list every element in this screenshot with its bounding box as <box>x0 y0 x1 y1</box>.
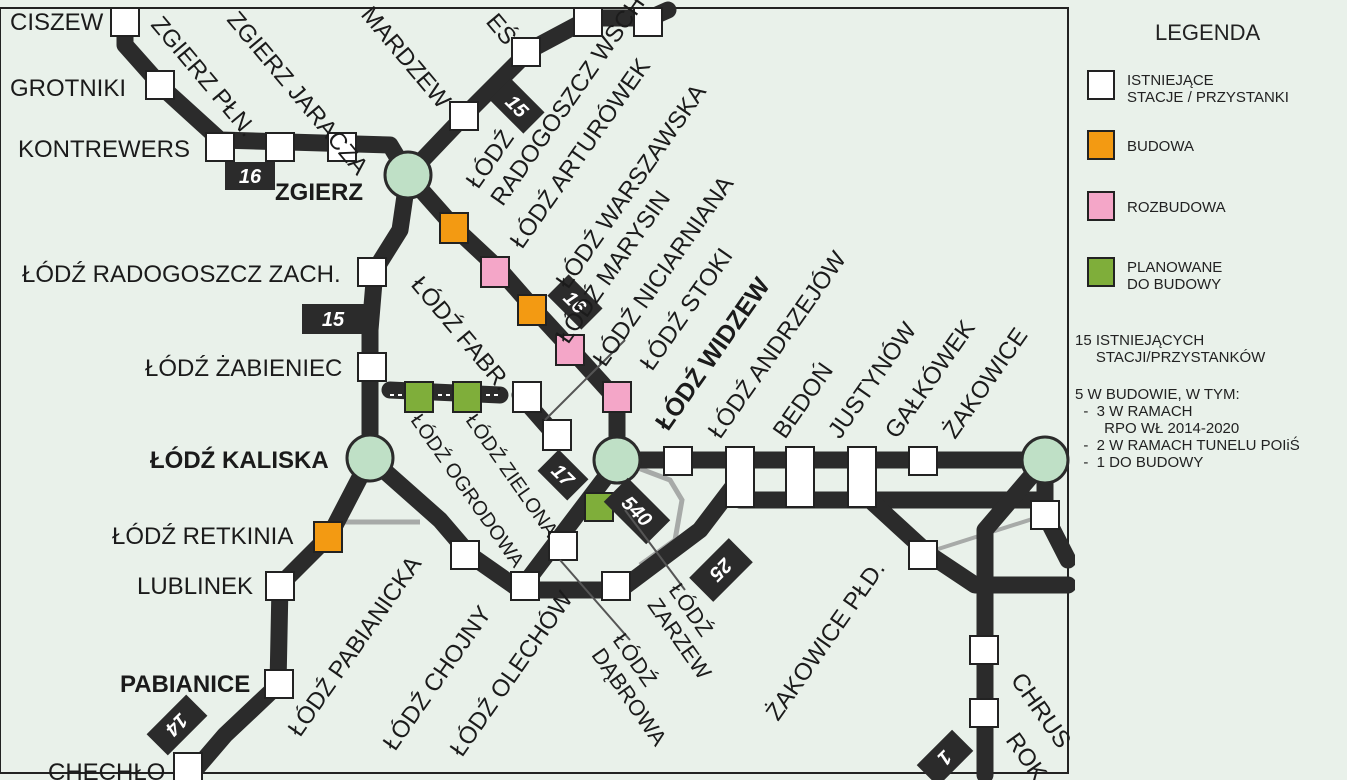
station-lodz-chojny <box>510 571 540 601</box>
badge-line-1: 1 <box>916 729 974 780</box>
legend-item-planned: PLANOWANE DO BUDOWY <box>1087 257 1347 297</box>
station-lodz-pabianicka <box>450 540 480 570</box>
label-lodz-zabieniec: ŁÓDŹ ŻABIENIEC <box>145 355 342 382</box>
station-lodz-zielona <box>452 381 482 413</box>
svg-text:16: 16 <box>239 166 262 188</box>
legend-item-expansion: ROZBUDOWA <box>1087 191 1347 231</box>
legend-label-expansion: ROZBUDOWA <box>1127 199 1226 216</box>
label-lublinek: LUBLINEK <box>137 573 253 600</box>
label-lodz-retkinia: ŁÓDŹ RETKINIA <box>112 523 293 550</box>
station-lodz-radogoszcz-zach <box>357 257 387 287</box>
station-galkowek <box>847 446 877 508</box>
station-lodz-andrzejow <box>663 446 693 476</box>
station-lublinek <box>265 571 295 601</box>
hub-lodz-widzew <box>592 435 642 485</box>
station-rokiciny <box>969 698 999 728</box>
label-ciszew: CISZEW <box>10 9 104 36</box>
station-zakowice-east <box>1030 500 1060 530</box>
legend-swatch-planned <box>1087 257 1115 287</box>
station-zgierz-pln <box>265 132 295 162</box>
station-lodz-niciarniana <box>542 419 572 451</box>
badge-line-25: 25 <box>689 538 753 602</box>
station-ciszew <box>110 7 140 37</box>
station-unnamed-north-1 <box>511 37 541 67</box>
summary-existing: 15 ISTNIEJĄCYCH STACJI/PRZYSTANKÓW <box>1075 332 1266 366</box>
legend-label-existing: ISTNIEJĄCE STACJE / PRZYSTANKI <box>1127 72 1289 106</box>
summary-construction: 5 W BUDOWIE, W TYM: - 3 W RAMACH RPO WŁ … <box>1075 386 1300 471</box>
legend-swatch-construction <box>1087 130 1115 160</box>
svg-text:15: 15 <box>322 309 345 331</box>
legend-swatch-expansion <box>1087 191 1115 221</box>
station-lodz-zabieniec <box>357 352 387 382</box>
station-lodz-dabrowa <box>548 531 578 561</box>
station-justynow <box>785 446 815 508</box>
label-pabianice: PABIANICE <box>120 671 250 698</box>
station-lodz-ogrodowa <box>404 381 434 413</box>
legend-item-existing: ISTNIEJĄCE STACJE / PRZYSTANKI <box>1087 70 1347 110</box>
hub-lodz-kaliska <box>345 433 395 483</box>
station-lodz-warszawska <box>517 294 547 326</box>
station-lodz-marysin <box>555 334 585 366</box>
label-chechlo: CHECHŁO <box>48 759 165 780</box>
station-chrus <box>969 635 999 665</box>
station-lodz-stoki <box>602 381 632 413</box>
legend-item-construction: BUDOWA <box>1087 130 1347 170</box>
leader-lines <box>544 339 686 641</box>
badge-line-16-widzew: 16 <box>547 274 603 330</box>
label-grotniki: GROTNIKI <box>10 75 126 102</box>
legend-panel: LEGENDA ISTNIEJĄCE STACJE / PRZYSTANKI B… <box>1075 0 1347 780</box>
legend-title: LEGENDA <box>1155 20 1261 45</box>
station-lodz-retkinia <box>313 521 343 553</box>
label-kontrewers: KONTREWERS <box>18 136 190 163</box>
station-lodz-radogoszcz-wsch <box>439 212 469 244</box>
label-zgierz: ZGIERZ <box>275 179 363 206</box>
station-pabianice <box>264 669 294 699</box>
label-lodz-radogoszcz-zach: ŁÓDŹ RADOGOSZCZ ZACH. <box>22 261 341 288</box>
station-chechlo <box>173 752 203 780</box>
hub-east <box>1020 435 1070 485</box>
station-zakowice <box>908 446 938 476</box>
station-bedon <box>725 446 755 508</box>
label-lodz-kaliska: ŁÓDŹ KALISKA <box>150 446 329 474</box>
badge-line-16-zgierz: 16 <box>225 162 275 190</box>
stations-layer <box>110 7 1060 780</box>
station-kontrewers <box>205 132 235 162</box>
station-zgierz-jaracza <box>327 132 357 162</box>
station-lodz-arturowek <box>480 256 510 288</box>
legend-label-planned: PLANOWANE DO BUDOWY <box>1127 259 1223 293</box>
station-unnamed-north-3 <box>633 7 663 37</box>
hubs-layer <box>345 150 1070 485</box>
station-unnamed-north-2 <box>573 7 603 37</box>
station-mardzew <box>449 101 479 131</box>
station-lodz-fabryczna <box>512 381 542 413</box>
badge-line-15-kaliska: 15 <box>302 304 364 334</box>
legend-swatch-existing <box>1087 70 1115 100</box>
station-lodz-olechow <box>601 571 631 601</box>
station-zakowice-pld <box>908 540 938 570</box>
legend-label-construction: BUDOWA <box>1127 138 1194 155</box>
hub-zgierz <box>383 150 433 200</box>
station-grotniki <box>145 70 175 100</box>
